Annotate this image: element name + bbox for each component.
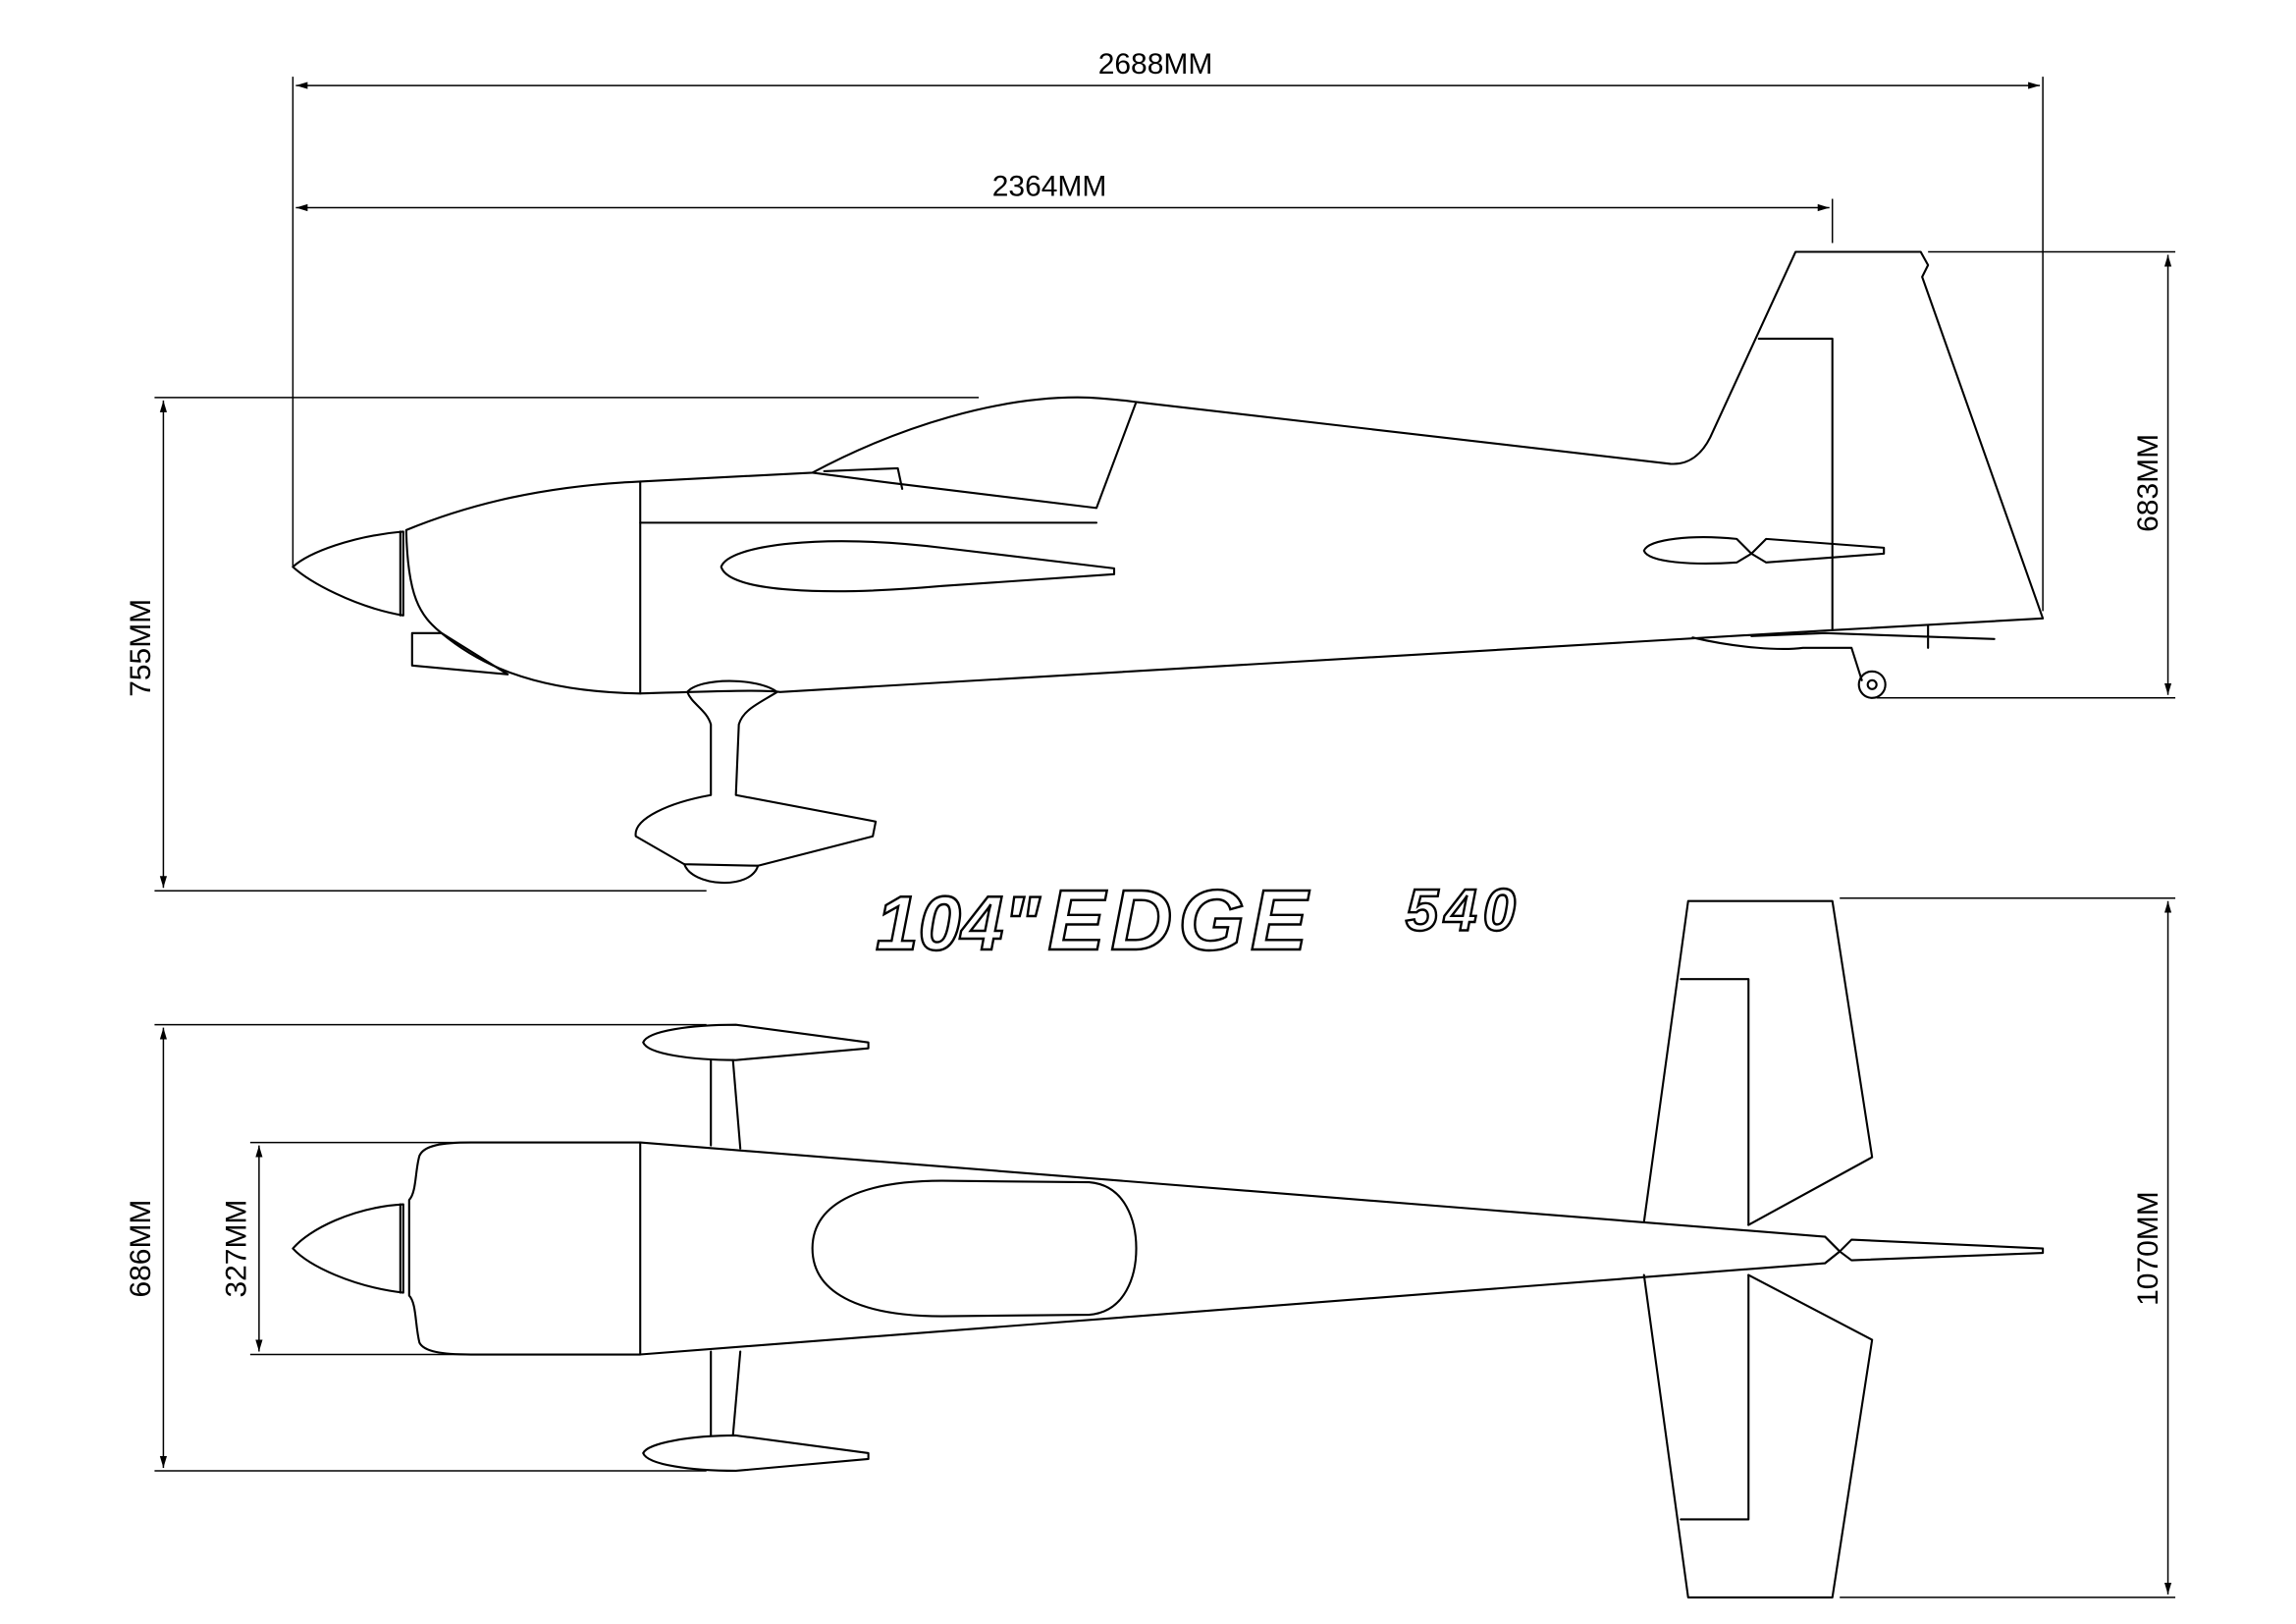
top-view [292, 899, 2045, 1598]
gear-track-label: 686MM [125, 1200, 157, 1298]
model-logo: 104" EDGE 540 [875, 872, 1522, 969]
logo-model: 104" [876, 880, 1041, 966]
dimension-overall-length: 2688MM [292, 48, 2044, 612]
dimension-height: 755MM [125, 397, 980, 892]
canopy-top [811, 1179, 1138, 1318]
logo-name: EDGE [1048, 873, 1313, 968]
dimension-gear-track: 686MM [125, 1023, 707, 1472]
tail-wheel [1691, 636, 1863, 681]
side-view [292, 250, 2045, 885]
main-gear-side [634, 679, 878, 867]
spinner-top [292, 1203, 404, 1294]
exhaust [410, 631, 509, 676]
stab-left [1642, 899, 1874, 1226]
fuselage-width-label: 327MM [220, 1200, 252, 1298]
dimension-stab-span: 1070MM [1840, 896, 2176, 1598]
fuselage-length-label: 2364MM [992, 171, 1107, 203]
overall-length-label: 2688MM [1098, 48, 1213, 81]
stab-section [1642, 536, 1886, 565]
wheel-pant-right [642, 1434, 870, 1473]
height-label: 755MM [125, 599, 157, 697]
spinner [292, 530, 404, 617]
dimension-tail-height: 683MM [1876, 250, 2176, 699]
gear-leg-left [710, 1058, 742, 1150]
gear-leg-right [710, 1350, 742, 1437]
wheel-pant-left [642, 1023, 870, 1061]
canopy [811, 401, 1138, 510]
stab-right [1642, 1273, 1874, 1598]
stab-span-label: 1070MM [2132, 1191, 2164, 1306]
fuselage-top [407, 1141, 1842, 1356]
wing-section [720, 540, 1116, 593]
dimension-fuselage-width: 327MM [220, 1141, 471, 1356]
logo-suffix: 540 [1406, 878, 1522, 944]
fuselage-side [404, 250, 2045, 695]
tail-height-label: 683MM [2132, 434, 2164, 532]
dimension-fuselage-length: 2364MM [295, 171, 1834, 244]
